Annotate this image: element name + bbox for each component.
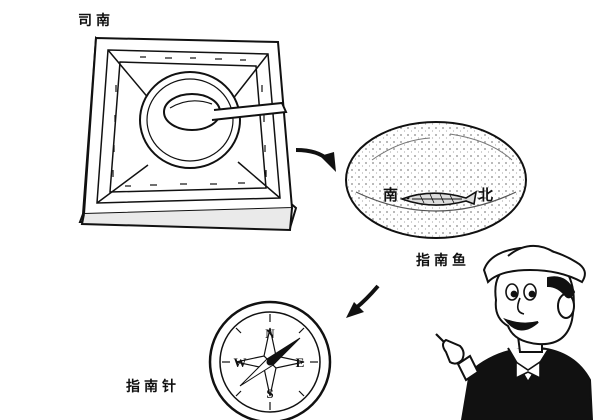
compass-label: 指南针 xyxy=(126,379,180,395)
fish-compass-label: 指南鱼 xyxy=(416,253,470,269)
curved-arrow-icon xyxy=(295,148,336,172)
curved-arrow-icon xyxy=(346,284,380,318)
fish-south-label: 南 xyxy=(383,186,399,204)
fish-icon xyxy=(399,190,478,206)
compass-icon xyxy=(208,300,332,420)
cartoon-explorer-icon xyxy=(435,245,594,420)
water-bowl-icon xyxy=(345,121,527,239)
compass-letter-s: S xyxy=(266,386,273,401)
sinan-board-icon xyxy=(78,35,298,232)
compass-letter-n: N xyxy=(265,326,275,341)
sinan-label: 司南 xyxy=(78,13,114,29)
compass-letter-e: E xyxy=(296,355,305,370)
compass-letter-w: W xyxy=(234,355,247,370)
fish-north-label: 北 xyxy=(478,186,494,204)
